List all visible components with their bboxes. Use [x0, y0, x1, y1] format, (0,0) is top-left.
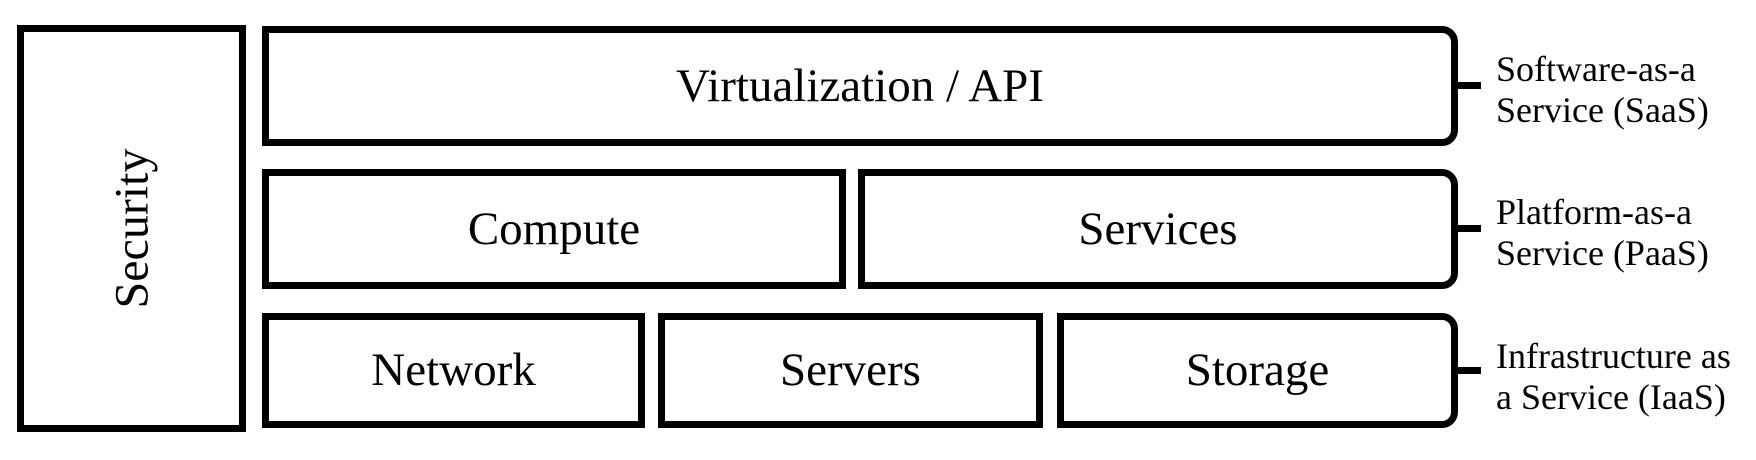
iaas-brace-tick: [1454, 366, 1481, 374]
network-label: Network: [371, 344, 536, 396]
paas-caption-line2: Service (PaaS): [1496, 233, 1709, 273]
saas-caption: Software-as-a Service (SaaS): [1496, 49, 1709, 131]
saas-brace-tick: [1454, 82, 1481, 89]
storage-label: Storage: [1185, 344, 1330, 396]
compute-box: Compute: [262, 169, 846, 289]
servers-box: Servers: [658, 313, 1043, 428]
virtualization-api-box: Virtualization / API: [262, 26, 1481, 146]
saas-caption-line2: Service (SaaS): [1496, 90, 1709, 130]
security-box: Security: [17, 25, 246, 432]
iaas-caption-line1: Infrastructure as: [1496, 336, 1731, 376]
paas-brace-tick: [1454, 225, 1481, 232]
servers-label: Servers: [780, 344, 921, 396]
virtualization-api-label: Virtualization / API: [676, 59, 1044, 112]
services-box: Services: [858, 169, 1481, 289]
services-label: Services: [1078, 202, 1238, 255]
compute-label: Compute: [467, 202, 641, 255]
paas-caption-line1: Platform-as-a: [1496, 192, 1692, 232]
paas-caption: Platform-as-a Service (PaaS): [1496, 192, 1709, 274]
iaas-caption: Infrastructure as a Service (IaaS): [1496, 336, 1731, 418]
security-label: Security: [105, 148, 158, 309]
iaas-caption-line2: a Service (IaaS): [1496, 377, 1726, 417]
storage-box: Storage: [1057, 313, 1481, 428]
saas-caption-line1: Software-as-a: [1496, 49, 1696, 89]
network-box: Network: [262, 313, 645, 428]
